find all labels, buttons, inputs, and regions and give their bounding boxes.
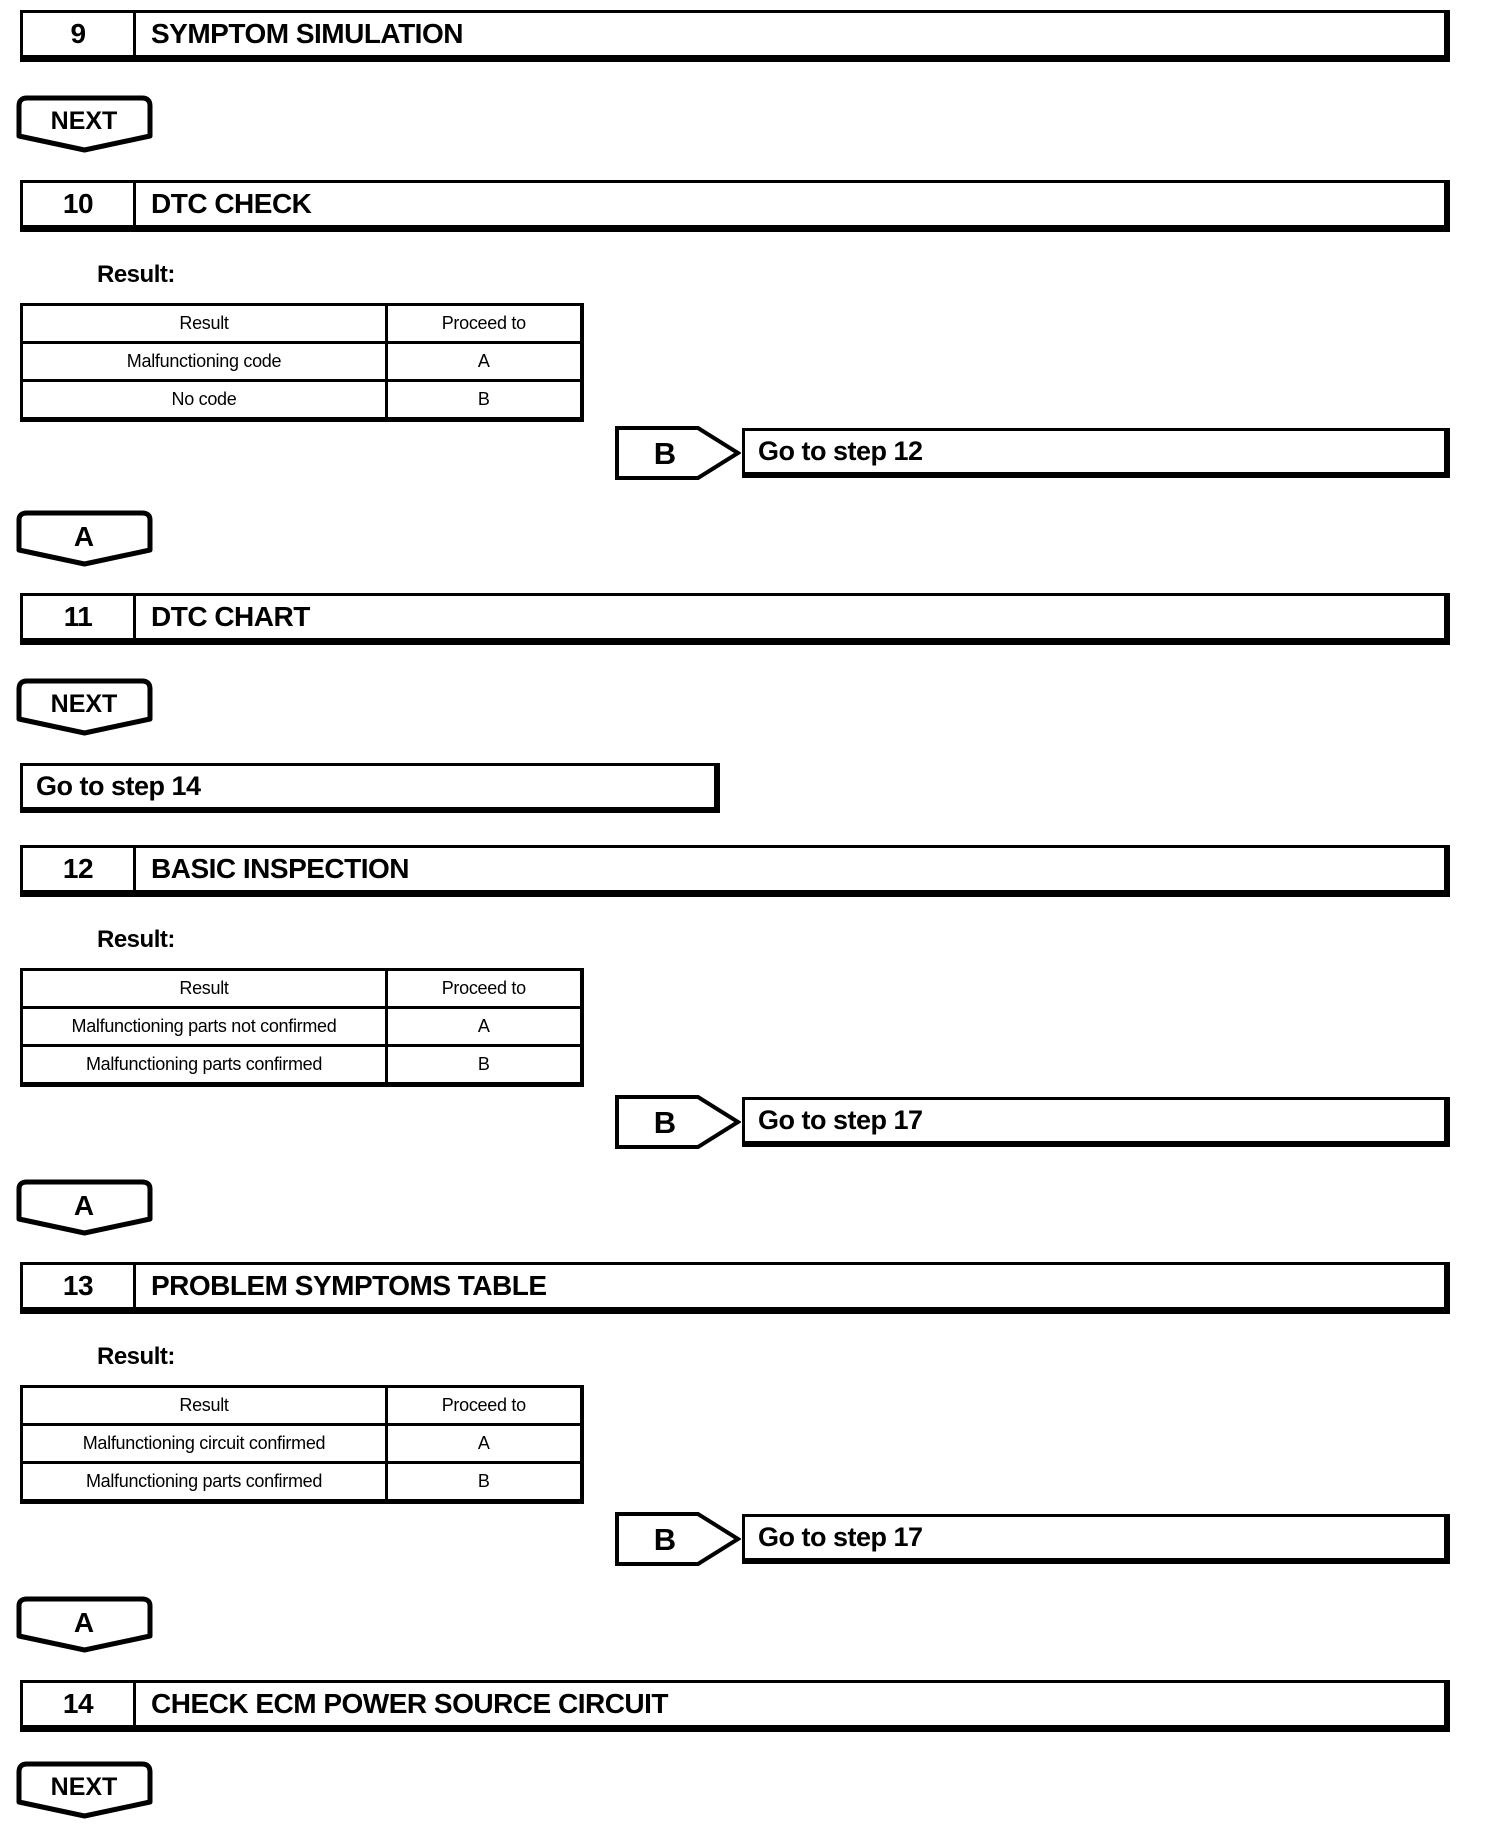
proceed-cell: A <box>385 341 583 382</box>
table-header-row: Result Proceed to <box>20 1385 583 1426</box>
step-number: 12 <box>23 848 136 890</box>
result-cell: Malfunctioning code <box>20 341 388 382</box>
a-banner-shape <box>16 510 153 567</box>
table-header-proceed-to: Proceed to <box>385 1385 583 1426</box>
step-title: BASIC INSPECTION <box>151 853 410 884</box>
a-banner-shape <box>16 1179 153 1236</box>
b-pentagon-label: B <box>654 1522 676 1557</box>
step-number: 13 <box>23 1265 136 1307</box>
a-banner-label: A <box>74 1190 94 1221</box>
table-header-result: Result <box>20 968 388 1009</box>
step-header-10: 10 DTC CHECK <box>20 180 1450 232</box>
step-header-9: 9 SYMPTOM SIMULATION <box>20 10 1450 62</box>
next-banner-shape <box>16 1761 153 1819</box>
result-cell: Malfunctioning parts confirmed <box>20 1044 388 1086</box>
table-row: Malfunctioning parts not confirmed A <box>20 1006 583 1047</box>
result-label: Result: <box>97 926 175 953</box>
step-number: 9 <box>23 13 136 55</box>
b-pentagon-label: B <box>654 1105 676 1140</box>
result-table-problem-symptoms: Result Proceed to Malfunctioning circuit… <box>20 1385 584 1504</box>
proceed-cell: B <box>385 1044 583 1086</box>
result-table-basic-inspection: Result Proceed to Malfunctioning parts n… <box>20 968 584 1087</box>
table-header-proceed-to: Proceed to <box>385 968 583 1009</box>
table-header-row: Result Proceed to <box>20 303 583 344</box>
table-row: Malfunctioning code A <box>20 341 583 382</box>
step-header-11: 11 DTC CHART <box>20 593 1450 645</box>
step-number: 11 <box>23 596 136 638</box>
next-banner-shape <box>16 95 153 153</box>
action-go-to-step-14: Go to step 14 <box>20 763 720 813</box>
step-title: DTC CHART <box>151 601 310 632</box>
step-title: SYMPTOM SIMULATION <box>151 18 463 49</box>
step-title: DTC CHECK <box>151 188 312 219</box>
next-banner: NEXT <box>16 1761 153 1819</box>
next-banner-shape <box>16 678 153 736</box>
next-banner-label: NEXT <box>51 1773 118 1801</box>
result-table-dtc-check: Result Proceed to Malfunctioning code A … <box>20 303 584 422</box>
a-banner: A <box>16 1596 153 1653</box>
a-banner-label: A <box>74 521 94 552</box>
result-cell: Malfunctioning parts not confirmed <box>20 1006 388 1047</box>
result-cell: No code <box>20 379 388 421</box>
next-banner: NEXT <box>16 95 153 153</box>
proceed-cell: B <box>385 1461 583 1503</box>
b-pentagon-shape <box>615 1512 741 1566</box>
a-banner: A <box>16 1179 153 1236</box>
table-header-row: Result Proceed to <box>20 968 583 1009</box>
step-title: CHECK ECM POWER SOURCE CIRCUIT <box>151 1688 669 1719</box>
table-row: Malfunctioning circuit confirmed A <box>20 1423 583 1464</box>
a-banner: A <box>16 510 153 567</box>
result-cell: Malfunctioning circuit confirmed <box>20 1423 388 1464</box>
b-pentagon-shape <box>615 426 741 480</box>
a-banner-shape <box>16 1596 153 1653</box>
result-label: Result: <box>97 1343 175 1370</box>
step-number: 10 <box>23 183 136 225</box>
b-pentagon: B <box>615 426 741 480</box>
table-header-proceed-to: Proceed to <box>385 303 583 344</box>
result-label: Result: <box>97 261 175 288</box>
a-banner-label: A <box>74 1607 94 1638</box>
action-go-to-step-12: Go to step 12 <box>742 428 1450 478</box>
step-header-12: 12 BASIC INSPECTION <box>20 845 1450 897</box>
proceed-cell: B <box>385 379 583 421</box>
action-go-to-step-17: Go to step 17 <box>742 1514 1450 1564</box>
step-header-14: 14 CHECK ECM POWER SOURCE CIRCUIT <box>20 1680 1450 1732</box>
next-banner: NEXT <box>16 678 153 736</box>
step-number: 14 <box>23 1683 136 1725</box>
table-row: No code B <box>20 379 583 421</box>
step-header-13: 13 PROBLEM SYMPTOMS TABLE <box>20 1262 1450 1314</box>
next-banner-label: NEXT <box>51 690 118 718</box>
table-header-result: Result <box>20 1385 388 1426</box>
table-header-result: Result <box>20 303 388 344</box>
table-row: Malfunctioning parts confirmed B <box>20 1461 583 1503</box>
next-banner-label: NEXT <box>51 107 118 135</box>
step-title: PROBLEM SYMPTOMS TABLE <box>151 1270 547 1301</box>
b-pentagon: B <box>615 1095 741 1149</box>
proceed-cell: A <box>385 1423 583 1464</box>
action-go-to-step-17: Go to step 17 <box>742 1097 1450 1147</box>
b-pentagon: B <box>615 1512 741 1566</box>
table-row: Malfunctioning parts confirmed B <box>20 1044 583 1086</box>
b-pentagon-label: B <box>654 436 676 471</box>
result-cell: Malfunctioning parts confirmed <box>20 1461 388 1503</box>
b-pentagon-shape <box>615 1095 741 1149</box>
proceed-cell: A <box>385 1006 583 1047</box>
